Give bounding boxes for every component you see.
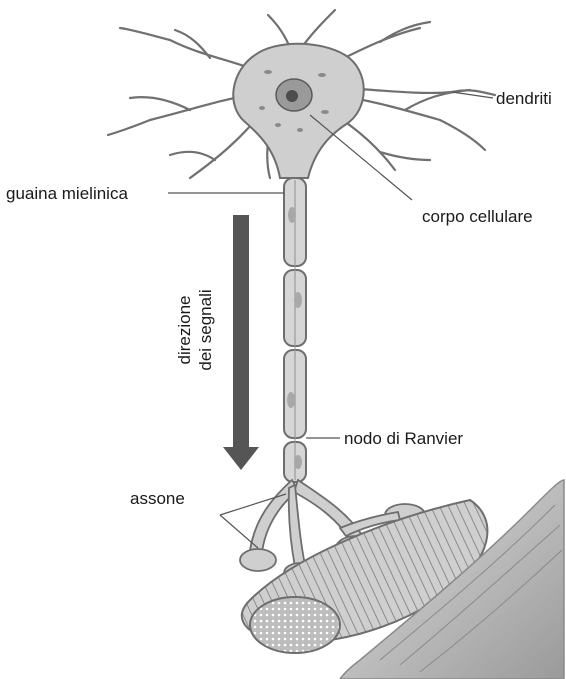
label-signal-direction-line2: dei segnali [196, 289, 215, 370]
label-myelin-sheath: guaina mielinica [6, 184, 128, 203]
label-cell-body: corpo cellulare [422, 207, 533, 226]
label-dendrites: dendriti [496, 89, 552, 108]
signal-direction-arrow [223, 215, 259, 470]
label-node-of-ranvier: nodo di Ranvier [344, 429, 463, 448]
cell-body [233, 44, 363, 178]
muscle-cross-section [250, 597, 340, 653]
axon-myelinated [284, 178, 306, 482]
label-signal-direction-line1: direzione [175, 296, 194, 365]
nucleolus [286, 90, 298, 102]
label-axon: assone [130, 489, 185, 508]
leader-lines [168, 92, 493, 548]
